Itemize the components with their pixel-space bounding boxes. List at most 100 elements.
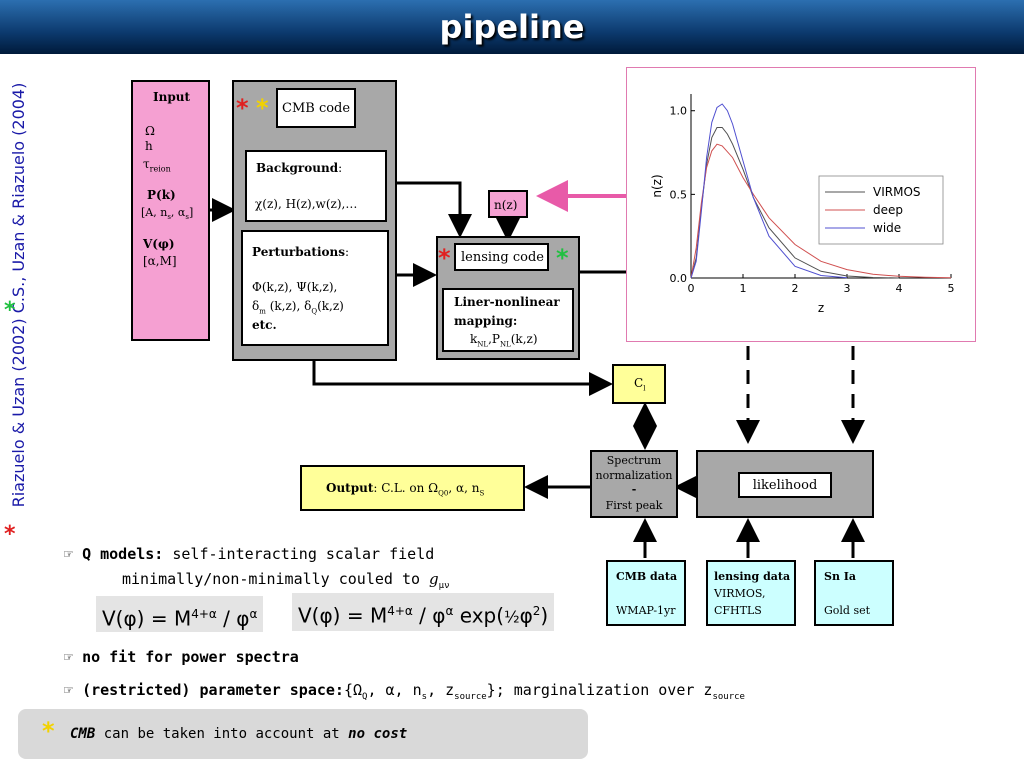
likelihood-label: likelihood (752, 478, 818, 493)
input-heading: Input (153, 90, 190, 104)
cmb-data-box: CMB data WMAP-1yr (606, 560, 686, 626)
formula1-sup2: α (249, 607, 258, 621)
map-p: ,P (488, 332, 500, 346)
cl-c: C (634, 376, 644, 390)
perturbations-colon: : (345, 245, 350, 259)
formula2-exp: exp( (453, 603, 505, 628)
asterisk-icon: * (42, 717, 55, 745)
note-cmb: CMB (70, 726, 96, 742)
formula1-sup: 4+α (191, 607, 217, 621)
input-pk-params: [A, ns, αs] (141, 206, 193, 221)
q-models-line2: minimally/non-minimally couled to (122, 570, 430, 588)
x-tick-label: 1 (740, 282, 747, 295)
lensing-data-box: lensing data VIRMOS, CFHTLS (706, 560, 796, 626)
formula1-lhs: V(φ) = M (102, 606, 192, 631)
note-text: CMB can be taken into account at no cost (70, 726, 407, 742)
formula1-end: / φ (216, 606, 250, 631)
background-title: Background: (256, 161, 342, 175)
tau-sub: reion (149, 164, 171, 174)
perturbations-box: Perturbations: Φ(k,z), Ψ(k,z), δm (k,z),… (241, 230, 389, 346)
lensing-data-line1: VIRMOS, (714, 587, 766, 600)
input-pk-label: P(k) (147, 188, 176, 202)
cmb-data-line: WMAP-1yr (616, 604, 676, 617)
y-axis-label: n(z) (650, 174, 664, 197)
g-symbol: g (429, 570, 439, 588)
spectrum-line3: - (631, 483, 637, 496)
y-tick-label: 0.0 (670, 272, 688, 285)
formula2-close: ) (540, 603, 549, 628)
x-tick-label: 4 (896, 282, 903, 295)
param-tail: ; marginalization over z (495, 681, 713, 699)
asterisk-icon: * (556, 244, 569, 272)
q-models-text: self-interacting scalar field (163, 545, 435, 563)
background-title-text: Background (256, 161, 339, 175)
asterisk-icon: * (4, 298, 16, 323)
input-v-params: [α,M] (143, 254, 177, 268)
formula2-sup2: α (445, 604, 454, 618)
note-box: * CMB can be taken into account at no co… (18, 709, 588, 759)
output-text: Output: C.L. on ΩQ0, α, nS (326, 481, 484, 497)
formula-power-law: V(φ) = M4+α / φα (96, 596, 264, 632)
mapping-line3: kNL,PNL(k,z) (470, 332, 538, 348)
y-tick-label: 1.0 (670, 105, 688, 118)
spectrum-line2: normalization (595, 469, 673, 482)
background-box: Background: χ(z), H(z),w(z),… (245, 150, 387, 222)
q-models-label: Q models: (82, 545, 164, 563)
pk-close: ] (188, 206, 194, 219)
map-sub2: NL (499, 340, 511, 349)
snia-data-title: Sn Ia (824, 570, 857, 583)
series-line-wide (690, 103, 848, 279)
perturbations-title-text: Perturbations (252, 245, 345, 259)
snia-data-box: Sn Ia Gold set (814, 560, 894, 626)
pointing-hand-icon: ☞ (64, 681, 74, 699)
cl-box: Cl (612, 364, 666, 404)
pert-mid: (k,z), δ (265, 299, 312, 313)
pk-sub2: s (185, 213, 189, 222)
pert-line1: Φ(k,z), Ψ(k,z), (252, 280, 338, 294)
snia-data-line: Gold set (824, 604, 871, 617)
lensing-code-label-box: lensing code (454, 243, 549, 271)
pointing-hand-icon: ☞ (64, 648, 74, 666)
mapping-box: Liner-nonlinear mapping: kNL,PNL(k,z) (442, 288, 574, 352)
formula2-sup3: 2 (532, 604, 541, 618)
likelihood-label-box: likelihood (738, 472, 832, 498)
param-set-open: {Ω (343, 681, 363, 699)
tau-symbol: τ (143, 157, 150, 171)
input-param-tau: τreion (143, 157, 171, 173)
param-set-z: , z (427, 681, 455, 699)
param-sub-source: source (454, 692, 487, 702)
pk-a: [A, n (141, 206, 168, 219)
asterisk-icon: * (236, 94, 249, 122)
asterisk-icon: * (256, 94, 269, 122)
output-sub1: Q0 (438, 489, 449, 498)
x-tick-label: 3 (844, 282, 851, 295)
output-mid: , α, n (448, 481, 480, 495)
param-set-close: } (486, 681, 496, 699)
x-tick-label: 5 (948, 282, 955, 295)
cmb-code-label: CMB code (282, 101, 351, 116)
bullet-parameter-space: ☞ (restricted) parameter space:{ΩQ, α, n… (64, 681, 745, 702)
pk-sub: s (167, 213, 171, 222)
pert-line3: etc. (252, 318, 277, 332)
bullet-q-models: ☞ Q models: self-interacting scalar fiel… (64, 545, 434, 563)
series-line-deep (690, 143, 952, 279)
input-param-h: h (145, 139, 153, 153)
nz-label: n(z) (494, 198, 518, 212)
input-box: Input Ω h τreion P(k) [A, ns, αs] V(φ) [… (131, 80, 210, 341)
output-label: Output (326, 481, 374, 495)
formula2-half: ½ (504, 607, 520, 627)
param-set-mid: , α, n (367, 681, 422, 699)
legend-entry: deep (873, 203, 903, 217)
note-no-cost: no cost (348, 726, 408, 742)
legend-entry: VIRMOS (873, 185, 921, 199)
pert-end: (k,z) (317, 299, 344, 313)
map-sub1: NL (477, 340, 489, 349)
output-sub2: S (479, 489, 485, 498)
pert-line2: δm (k,z), δQ(k,z) (252, 299, 344, 315)
pert-sub-q: Q (311, 307, 318, 316)
